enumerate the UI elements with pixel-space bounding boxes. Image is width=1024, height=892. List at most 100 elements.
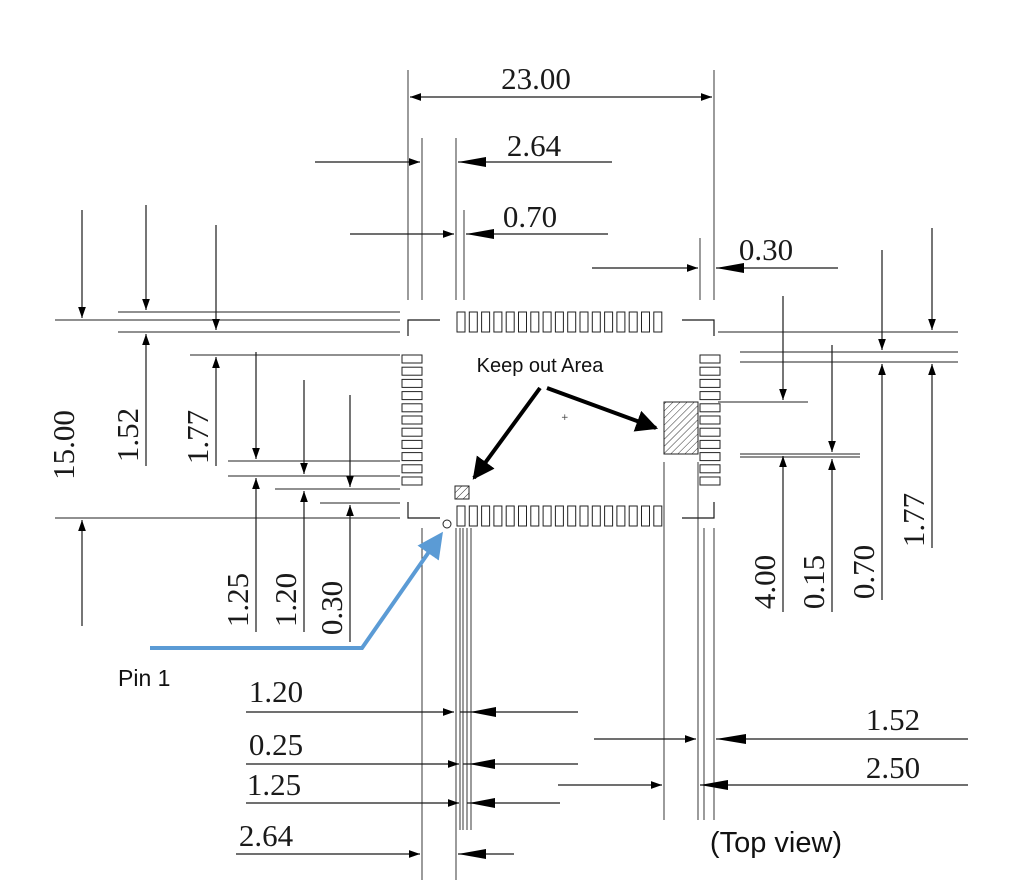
pad bbox=[468, 311, 478, 333]
pad bbox=[401, 378, 423, 388]
view-label: (Top view) bbox=[710, 827, 842, 859]
pad bbox=[530, 505, 540, 527]
dim-label-overall-width: 23.00 bbox=[501, 61, 571, 96]
pad bbox=[579, 311, 589, 333]
dim-label-left-v5: 0.30 bbox=[314, 581, 349, 635]
bottom-pad-row bbox=[456, 505, 663, 527]
dim-label-right-offset: 0.30 bbox=[739, 232, 793, 267]
pad bbox=[616, 505, 626, 527]
pad bbox=[401, 452, 423, 462]
dim-right-offset: 0.30 bbox=[592, 232, 838, 273]
dim-label-left-v2: 1.77 bbox=[180, 410, 215, 464]
dim-label-bottom-l3: 1.25 bbox=[247, 767, 301, 802]
pad bbox=[542, 505, 552, 527]
pad bbox=[567, 505, 577, 527]
dim-left-v5: 0.30 bbox=[314, 395, 354, 642]
module-outline bbox=[407, 319, 715, 519]
pad bbox=[616, 311, 626, 333]
dim-label-bottom-l4: 2.64 bbox=[239, 818, 294, 853]
pad bbox=[699, 464, 721, 474]
pad bbox=[699, 452, 721, 462]
pad bbox=[401, 427, 423, 437]
pad bbox=[579, 505, 589, 527]
pad bbox=[628, 311, 638, 333]
dim-bottom-r1: 1.52 bbox=[594, 702, 968, 744]
dim-left-v3: 1.25 bbox=[220, 352, 260, 632]
pad bbox=[567, 311, 577, 333]
pad bbox=[699, 391, 721, 401]
pad bbox=[518, 505, 527, 527]
dim-label-right-v3: 0.70 bbox=[846, 545, 881, 599]
dim-bottom-l4: 2.64 bbox=[236, 818, 514, 859]
pad bbox=[401, 403, 423, 413]
dim-bottom-l2: 0.25 bbox=[246, 727, 578, 769]
pad bbox=[481, 505, 491, 527]
dim-label-right-v1: 4.00 bbox=[747, 555, 782, 609]
dim-top-offset-a: 2.64 bbox=[315, 128, 612, 167]
dim-overall-height: 15.00 bbox=[46, 210, 86, 626]
pad bbox=[591, 505, 601, 527]
pad bbox=[401, 476, 423, 486]
pad bbox=[699, 476, 721, 486]
dim-label-right-v2: 0.15 bbox=[796, 555, 831, 609]
pad bbox=[542, 311, 552, 333]
pad bbox=[401, 439, 423, 449]
dim-right-v3: 0.70 bbox=[846, 250, 886, 600]
dim-label-bottom-l2: 0.25 bbox=[249, 727, 303, 762]
dim-top-pad-width: 0.70 bbox=[350, 199, 608, 239]
dim-left-v4: 1.20 bbox=[268, 380, 308, 632]
pad bbox=[401, 415, 423, 425]
pin1-arrow bbox=[150, 531, 443, 650]
dim-left-v1: 1.52 bbox=[110, 205, 150, 466]
center-mark: + bbox=[561, 413, 569, 423]
pad bbox=[401, 354, 423, 364]
keep-out-area-small bbox=[454, 485, 470, 500]
pad bbox=[481, 311, 491, 333]
pad bbox=[699, 378, 721, 388]
pad bbox=[401, 391, 423, 401]
dim-label-left-v1: 1.52 bbox=[110, 408, 145, 462]
dim-bottom-l3: 1.25 bbox=[246, 767, 560, 808]
extension-lines bbox=[55, 70, 958, 880]
dim-bottom-r2: 2.50 bbox=[558, 750, 968, 790]
dim-label-left-v3: 1.25 bbox=[220, 573, 255, 627]
pad bbox=[493, 311, 503, 333]
right-pad-column bbox=[699, 354, 721, 486]
dim-label-top-offset-a: 2.64 bbox=[507, 128, 562, 163]
dim-overall-width: 23.00 bbox=[410, 61, 712, 101]
pad bbox=[456, 505, 466, 527]
pad bbox=[401, 366, 423, 376]
pad bbox=[505, 505, 515, 527]
pad bbox=[604, 505, 614, 527]
pad bbox=[493, 505, 503, 527]
pad bbox=[699, 403, 721, 413]
pad bbox=[653, 311, 663, 333]
dim-right-v2: 0.15 bbox=[796, 345, 836, 612]
keep-out-callout: Keep out Area bbox=[472, 355, 659, 480]
pad bbox=[554, 311, 564, 333]
pad bbox=[628, 505, 638, 527]
dim-label-bottom-l1: 1.20 bbox=[249, 674, 303, 709]
pad bbox=[641, 311, 650, 333]
pad bbox=[699, 415, 721, 425]
pad bbox=[699, 439, 721, 449]
pad bbox=[641, 505, 650, 527]
pad bbox=[456, 311, 466, 333]
dim-right-v1: 4.00 bbox=[747, 296, 787, 612]
pad bbox=[554, 505, 564, 527]
dim-bottom-l1: 1.20 bbox=[246, 674, 578, 717]
dim-label-left-v4: 1.20 bbox=[268, 573, 303, 627]
dim-label-overall-height: 15.00 bbox=[46, 410, 81, 480]
pad bbox=[468, 505, 478, 527]
pad bbox=[518, 311, 527, 333]
dim-label-bottom-r2: 2.50 bbox=[866, 750, 920, 785]
pad bbox=[699, 427, 721, 437]
left-pad-column bbox=[401, 354, 423, 486]
dim-left-v2: 1.77 bbox=[180, 225, 220, 466]
pad bbox=[699, 354, 721, 364]
pad bbox=[604, 311, 614, 333]
pad bbox=[530, 311, 540, 333]
pad bbox=[505, 311, 515, 333]
dim-label-top-pad-width: 0.70 bbox=[503, 199, 557, 234]
